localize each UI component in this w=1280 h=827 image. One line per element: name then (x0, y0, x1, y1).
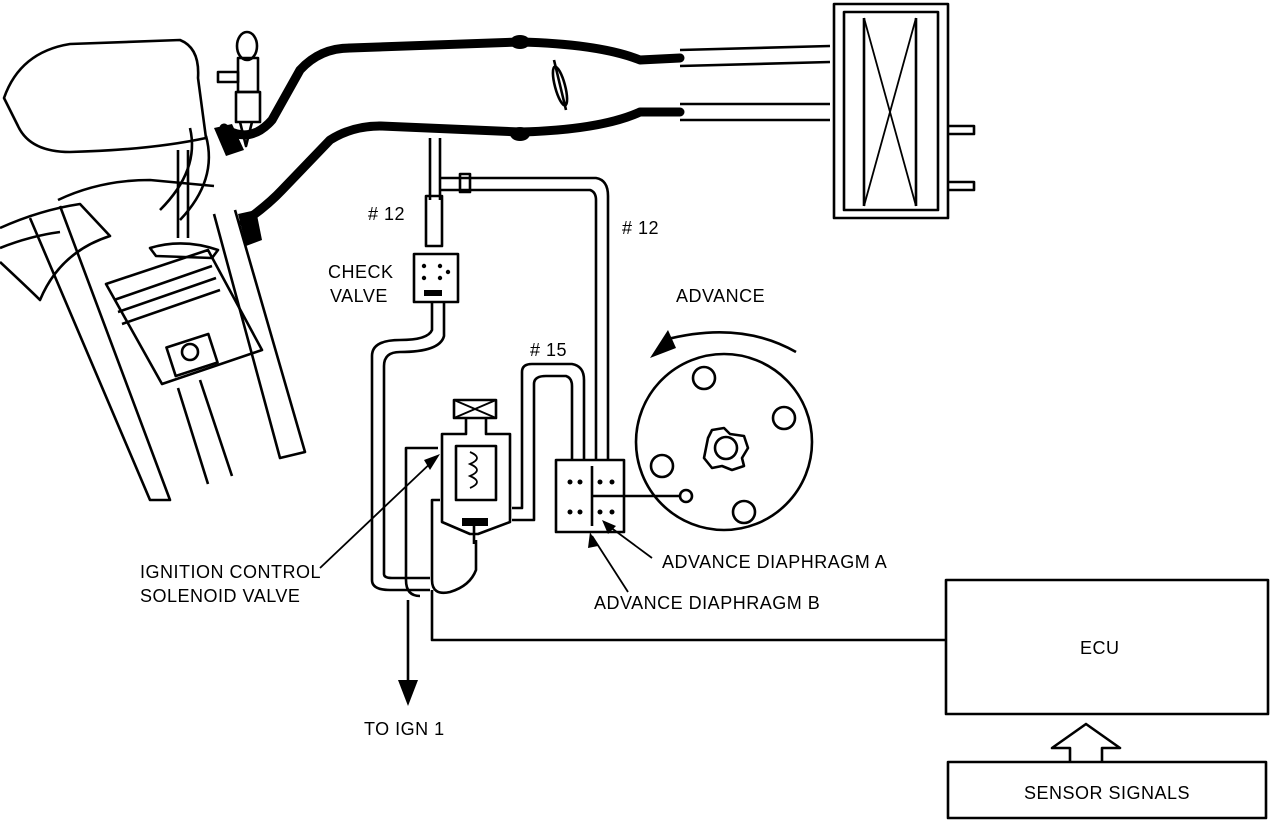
check-valve-label-1: CHECK (328, 262, 394, 282)
advance-diaphragm-b-label: ADVANCE DIAPHRAGM B (594, 593, 820, 613)
leader-lines (319, 454, 653, 593)
engine-cylinder (0, 38, 385, 502)
check-valve-label-2: VALVE (330, 286, 388, 306)
advance-diaphragm-a-label: ADVANCE DIAPHRAGM A (662, 552, 887, 572)
solenoid-label-2: SOLENOID VALVE (140, 586, 300, 606)
sensor-signals-label: SENSOR SIGNALS (1024, 783, 1190, 803)
to-ign-label: TO IGN 1 (364, 719, 445, 739)
vacuum-hoses (370, 138, 610, 598)
advance-label: ADVANCE (676, 286, 765, 306)
solenoid-label-1: IGNITION CONTROL (140, 562, 321, 582)
intake-manifold (345, 35, 831, 141)
fuel-injector (216, 30, 262, 148)
ecu-wiring (398, 590, 946, 706)
sensor-signals-box (946, 760, 1268, 820)
distributor (634, 330, 814, 532)
air-cleaner (832, 2, 976, 220)
ecu-label: ECU (1080, 638, 1120, 658)
hose-15-label: # 15 (530, 340, 567, 360)
check-valve (412, 252, 460, 304)
ignition-control-solenoid (440, 398, 512, 544)
ecu-box (944, 578, 1270, 716)
hose-12-right-label: # 12 (622, 218, 659, 238)
signal-arrow-icon (1050, 722, 1122, 762)
hose-12-left-label: # 12 (368, 204, 405, 224)
